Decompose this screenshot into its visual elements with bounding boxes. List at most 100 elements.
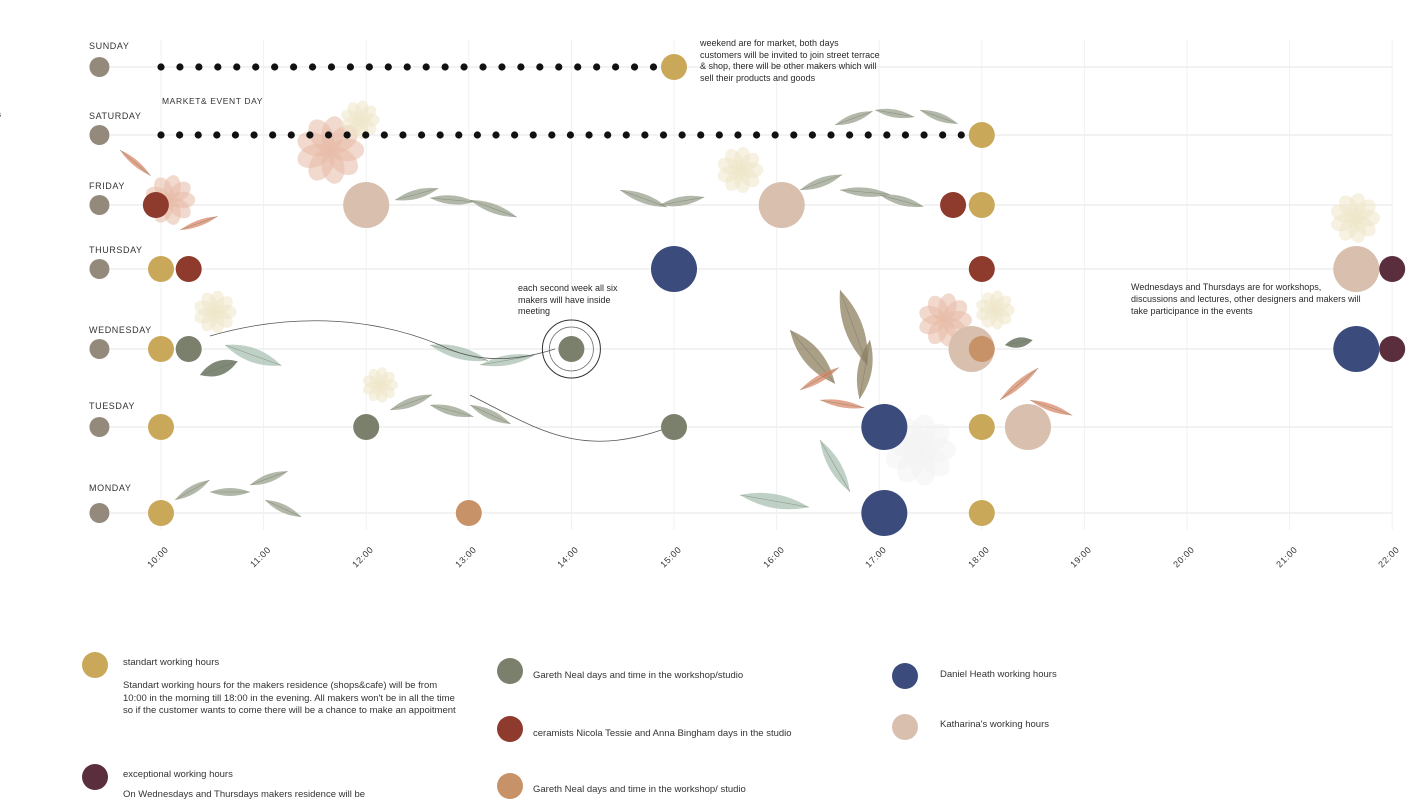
schedule-marker-start — [89, 259, 110, 279]
dotted-row-point — [343, 131, 351, 139]
dotted-row-point — [308, 63, 317, 71]
dotted-row-point — [306, 131, 314, 139]
dotted-row-point — [517, 63, 525, 71]
leaf-illustration — [389, 394, 433, 411]
schedule-marker-katharina — [1333, 246, 1380, 292]
schedule-marker-exceptional — [1379, 336, 1406, 362]
dotted-row-point — [752, 131, 761, 139]
leaf-illustration — [179, 216, 218, 231]
schedule-marker-gareth-orange — [455, 500, 482, 526]
meeting-note: each second week all six makers will hav… — [518, 283, 618, 316]
dotted-row-point — [957, 131, 965, 139]
dotted-row-point — [455, 131, 463, 139]
leaf-illustration — [174, 479, 210, 501]
dotted-row-point — [574, 63, 582, 71]
schedule-marker-standard — [968, 192, 995, 218]
dotted-row-point — [511, 131, 519, 139]
katharina-swatch — [892, 714, 918, 740]
schedule-marker-standard — [968, 122, 995, 148]
gareth-studio-swatch — [497, 658, 523, 684]
dotted-row-point — [346, 63, 355, 71]
dotted-row-point — [790, 131, 798, 139]
dotted-row-point — [939, 131, 947, 139]
flower-illustration — [717, 146, 764, 194]
dotted-row-point — [250, 131, 258, 139]
schedule-marker-gareth-green — [558, 336, 585, 362]
dotted-row-point — [555, 63, 563, 71]
dotted-row-point — [399, 131, 407, 139]
ceramists-label: ceramists Nicola Tessie and Anna Bingham… — [533, 728, 792, 739]
flower-illustration — [976, 290, 1015, 330]
schedule-marker-start — [89, 417, 110, 437]
schedule-marker-daniel — [651, 246, 697, 292]
dotted-row-point — [492, 131, 500, 139]
dotted-row-point — [365, 63, 373, 71]
schedule-marker-katharina — [343, 182, 390, 228]
dotted-row-point — [213, 131, 221, 139]
ceramists-swatch — [497, 716, 523, 742]
dotted-row-point — [715, 131, 723, 139]
dotted-row-point — [157, 131, 165, 139]
dotted-row-point — [271, 63, 279, 71]
leaf-illustration — [469, 404, 511, 425]
dotted-row-point — [771, 131, 779, 139]
leaf-illustration — [264, 499, 302, 518]
dotted-row-point — [231, 131, 240, 139]
schedule-marker-ceramist — [175, 256, 202, 282]
flower-illustration — [297, 116, 365, 184]
schedule-marker-start — [89, 503, 110, 523]
schedule-circles — [89, 54, 1406, 536]
schedule-marker-ceramist — [940, 192, 967, 218]
tuesday-connector — [469, 394, 671, 442]
flower-illustration — [341, 100, 380, 140]
dotted-row-point — [194, 131, 202, 139]
dotted-row-point — [883, 131, 891, 139]
day-label-thursday: THURSDAY — [89, 245, 143, 255]
schedule-marker-gareth-green — [661, 414, 687, 440]
dotted-row-point — [436, 131, 444, 139]
dotted-row-point — [176, 63, 184, 71]
schedule-marker-daniel — [861, 404, 908, 450]
leaf-illustration — [879, 194, 924, 208]
schedule-marker-daniel — [861, 490, 908, 536]
exceptional-hours-description: On Wednesdays and Thursdays makers resid… — [123, 789, 366, 800]
leaf-illustration — [469, 199, 518, 218]
leaf-illustration — [619, 189, 668, 208]
leaf-illustration — [199, 359, 238, 377]
day-label-tuesday: TUESDAY — [89, 401, 136, 411]
leaf-illustration — [224, 344, 282, 366]
flower-illustration — [362, 367, 398, 403]
leaf-illustration — [1004, 337, 1033, 348]
leaf-illustration — [394, 187, 439, 201]
schedule-marker-exceptional — [1379, 256, 1406, 282]
katharina-label: Katharina's working hours — [940, 719, 1050, 730]
dotted-row-point — [622, 131, 630, 139]
market-day-label: MARKET& EVENT DAY — [162, 96, 264, 106]
dotted-row-point — [593, 63, 601, 71]
dotted-row-point — [659, 131, 668, 139]
botanical-illustrations — [119, 100, 1381, 518]
gareth-workshop-swatch — [497, 773, 523, 799]
leaf-illustration — [119, 149, 151, 176]
schedule-marker-ceramist — [968, 256, 995, 282]
leaf-illustration — [249, 471, 288, 486]
dotted-row-point — [403, 63, 411, 71]
dotted-row-point — [157, 63, 165, 71]
dotted-row-point — [324, 131, 333, 139]
schedule-marker-standard — [968, 414, 995, 440]
dotted-row-point — [604, 131, 612, 139]
schedule-marker-standard — [148, 256, 174, 282]
day-label-sunday: SUNDAY — [89, 41, 130, 51]
leaf-illustration — [429, 195, 475, 205]
exceptional-hours-swatch — [82, 764, 108, 790]
day-label-saturday: SATURDAY — [89, 111, 142, 121]
dotted-row-point — [611, 63, 620, 71]
dotted-rows — [157, 63, 965, 139]
schedule-marker-standard — [148, 414, 174, 440]
schedule-marker-start — [89, 195, 110, 215]
dotted-row-point — [441, 63, 449, 71]
schedule-marker-start — [89, 339, 110, 359]
dotted-row-point — [649, 63, 658, 71]
dotted-row-point — [176, 131, 184, 139]
